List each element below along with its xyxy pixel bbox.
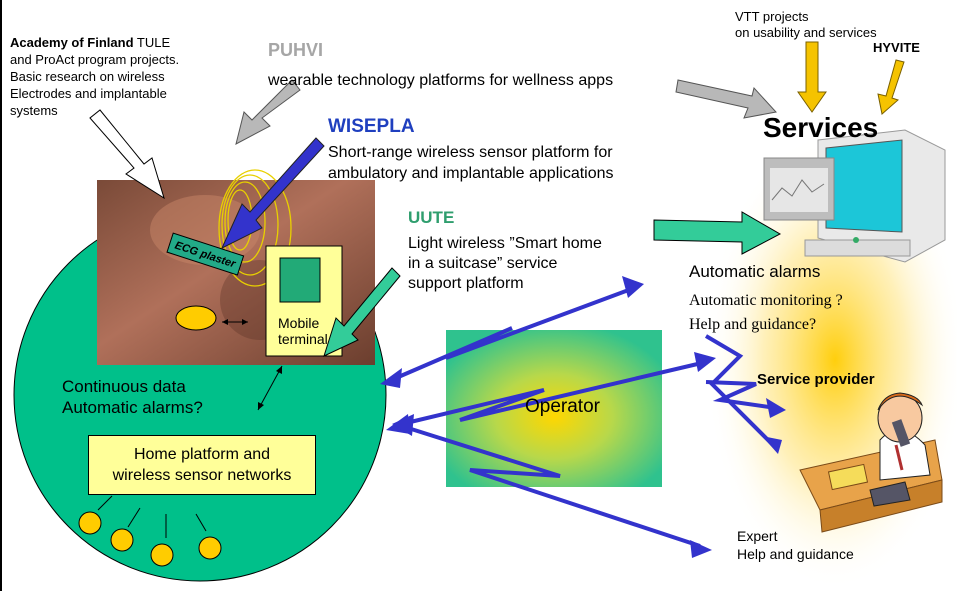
uute-line-3: support platform (408, 275, 524, 292)
uute-line-2: in a suitcase” service (408, 255, 558, 272)
academy-text: Academy of Finland TULE and ProAct progr… (10, 34, 179, 119)
continuous-data-text: Continuous data Automatic alarms? (62, 376, 203, 418)
mobile-terminal-label: Mobile terminal (278, 315, 340, 347)
mobile-screen (279, 257, 321, 303)
services-title: Services (763, 112, 879, 143)
home-line-1: Home platform and (133, 446, 271, 463)
puhvi-arrows (235, 79, 777, 145)
hyvite-arrow (877, 59, 905, 115)
continuous-line-2: Automatic alarms? (62, 398, 203, 417)
operator-label: Operator (525, 396, 600, 417)
uute-desc: Light wireless ”Smart home in a suitcase… (408, 234, 602, 294)
vtt-arrow (797, 41, 827, 113)
academy-line-4: systems (10, 103, 58, 118)
academy-line-1: and ProAct program projects. (10, 52, 180, 67)
vtt-line-1: VTT projects (735, 9, 809, 24)
uute-arrow-right (653, 211, 782, 255)
vtt-text: VTT projects on usability and services (735, 9, 877, 41)
home-platform-box: Home platform and wireless sensor networ… (88, 435, 316, 495)
vtt-line-2: on usability and services (735, 25, 877, 40)
network-links (395, 286, 778, 548)
link-heads (380, 276, 786, 558)
continuous-line-1: Continuous data (62, 377, 186, 396)
home-line-2: wireless sensor networks (112, 467, 292, 484)
expert-line-2: Help and guidance (737, 546, 854, 562)
sensor-arrows (97, 495, 207, 538)
mobile-line-2: terminal (278, 331, 328, 347)
service-provider-figure (799, 392, 943, 533)
academy-line-3: Electrodes and implantable (10, 86, 167, 101)
monitoring-line-2: Help and guidance? (689, 316, 817, 333)
academy-arrow (89, 109, 165, 200)
wisepla-arrow (220, 137, 325, 250)
uute-title: UUTE (408, 208, 455, 227)
monitoring-text: Automatic monitoring ? Help and guidance… (689, 289, 843, 337)
wisepla-title: WISEPLA (328, 116, 415, 137)
uute-line-1: Light wireless ”Smart home (408, 235, 602, 252)
hyvite-label: HYVITE (873, 40, 920, 55)
mobile-line-1: Mobile (278, 315, 320, 331)
academy-name: Academy of Finland (10, 35, 134, 50)
service-provider-label: Service provider (757, 371, 875, 388)
automatic-alarms-label: Automatic alarms (689, 262, 821, 281)
wisepla-line-1: Short-range wireless sensor platform for (328, 144, 613, 161)
chest-sensor (175, 305, 217, 331)
puhvi-title: PUHVI (268, 40, 324, 60)
wisepla-line-2: ambulatory and implantable applications (328, 165, 614, 182)
monitoring-line-1: Automatic monitoring ? (689, 292, 843, 309)
computer-monitor (763, 129, 946, 263)
expert-line-1: Expert (737, 528, 778, 544)
academy-line-2: Basic research on wireless (10, 69, 165, 84)
uute-arrow-left (323, 267, 401, 357)
expert-text: Expert Help and guidance (737, 527, 854, 563)
academy-tule: TULE (133, 35, 171, 50)
sensor-nodes (78, 511, 222, 567)
wisepla-desc: Short-range wireless sensor platform for… (328, 142, 614, 184)
puhvi-desc: wearable technology platforms for wellne… (268, 72, 614, 89)
operator-box (446, 330, 662, 487)
